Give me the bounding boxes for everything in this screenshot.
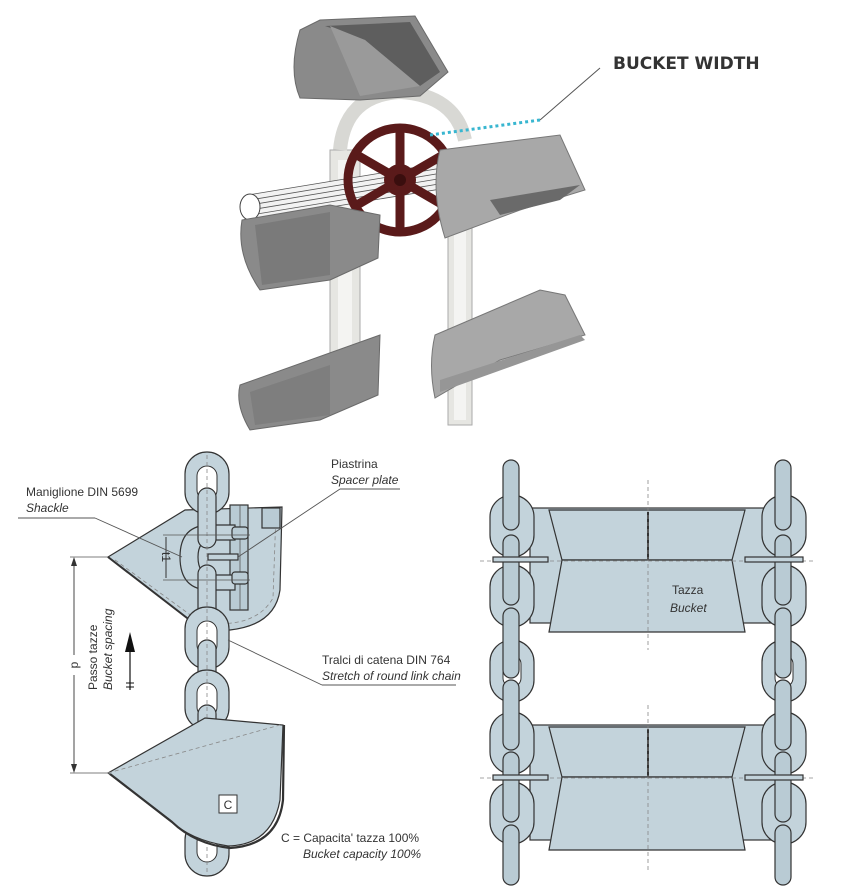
- lower-right-bucket: [431, 289, 586, 399]
- bucket-label-it: Tazza: [672, 583, 704, 597]
- bucket-spacing-en: Bucket spacing: [101, 608, 115, 690]
- front-right-chain: [744, 459, 807, 886]
- front-view: Tazza Bucket: [480, 459, 815, 886]
- upper-bucket-front: Tazza Bucket: [529, 507, 781, 633]
- t1-dimension: t1: [159, 534, 250, 581]
- front-left-chain: [489, 459, 549, 886]
- bucket-width-label: BUCKET WIDTH: [613, 54, 760, 74]
- capacity-marker-box: [218, 794, 238, 814]
- chain-label-it: Tralci di catena DIN 764: [322, 653, 451, 667]
- direction-arrow-icon: [125, 632, 135, 690]
- pitch-symbol: p: [67, 661, 81, 668]
- chain-leader: [227, 639, 323, 686]
- right-middle-bucket: [435, 134, 586, 239]
- bucket-label-en: Bucket: [670, 601, 707, 615]
- spacer-label-en: Spacer plate: [331, 473, 399, 487]
- capacity-label-en: Bucket capacity 100%: [303, 847, 421, 861]
- shackle-label-en: Shackle: [26, 501, 69, 515]
- bucket-width-leader: [539, 67, 601, 121]
- side-chain: [184, 451, 230, 877]
- spacer-label-it: Piastrina: [331, 457, 378, 471]
- spacer-leader: [237, 488, 341, 558]
- left-middle-bucket: [240, 204, 381, 291]
- lower-left-bucket: [238, 334, 381, 431]
- shackle-label-it: Maniglione DIN 5699: [26, 485, 138, 499]
- lower-bucket-side: C: [106, 717, 286, 850]
- bucket-spacing-it: Passo tazze: [86, 624, 100, 690]
- chain-label-en: Stretch of round link chain: [322, 669, 461, 683]
- pitch-dimension: p Passo tazze Bucket spacing: [67, 556, 115, 774]
- capacity-label-it: C = Capacita' tazza 100%: [281, 831, 419, 845]
- render-3d: BUCKET WIDTH: [238, 15, 760, 431]
- lower-bucket-front: [529, 724, 781, 851]
- t1-symbol: t1: [159, 552, 173, 562]
- sprocket-wheel: [343, 123, 457, 237]
- side-view: C t1 p Passo tazze Bucket spacing: [18, 451, 461, 877]
- capacity-marker: C: [224, 798, 233, 812]
- shackle-leader: [94, 517, 183, 558]
- bucket-width-dimension-line: [429, 118, 541, 137]
- top-bucket: [293, 15, 449, 101]
- right-chain-strand: [447, 209, 473, 426]
